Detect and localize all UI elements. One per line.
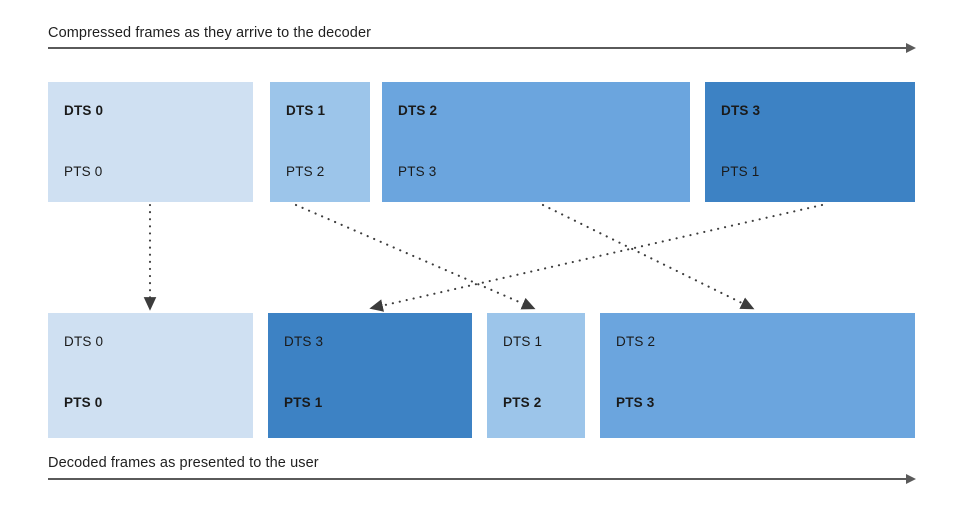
arrow-head-icon	[906, 474, 916, 484]
top-timeline-line	[48, 47, 907, 49]
dts-label: DTS 2	[616, 334, 656, 349]
compressed-frame: DTS 3 PTS 1	[705, 82, 915, 202]
pts-label: PTS 2	[286, 164, 325, 179]
dts-label: DTS 2	[398, 103, 438, 118]
pts-label: PTS 1	[284, 395, 323, 410]
compressed-frame: DTS 2 PTS 3	[382, 82, 690, 202]
dts-label: DTS 0	[64, 103, 104, 118]
dts-label: DTS 0	[64, 334, 104, 349]
top-caption: Compressed frames as they arrive to the …	[48, 25, 372, 41]
dts-label: DTS 3	[284, 334, 324, 349]
bottom-timeline-line	[48, 478, 907, 480]
decoded-frame: DTS 0 PTS 0	[48, 313, 253, 438]
pts-label: PTS 0	[64, 164, 103, 179]
bottom-caption: Decoded frames as presented to the user	[48, 455, 319, 471]
decoded-frame: DTS 1 PTS 2	[487, 313, 585, 438]
pts-label: PTS 3	[398, 164, 437, 179]
bottom-timeline-arrow	[48, 474, 916, 484]
pts-label: PTS 3	[616, 395, 655, 410]
pts-label: PTS 2	[503, 395, 542, 410]
decoded-frame: DTS 2 PTS 3	[600, 313, 915, 438]
dts-label: DTS 3	[721, 103, 761, 118]
dts1-to-pts2-arrow	[294, 203, 536, 310]
dts3-to-pts1-arrow	[369, 203, 824, 312]
dts2-to-pts3-arrow	[541, 203, 755, 310]
pts-label: PTS 1	[721, 164, 760, 179]
dts-label: DTS 1	[286, 103, 326, 118]
dts-label: DTS 1	[503, 334, 543, 349]
top-timeline-arrow	[48, 43, 916, 53]
compressed-frame: DTS 0 PTS 0	[48, 82, 253, 202]
decoded-frame: DTS 3 PTS 1	[268, 313, 472, 438]
pts-label: PTS 0	[64, 395, 103, 410]
arrow-head-icon	[906, 43, 916, 53]
compressed-frame: DTS 1 PTS 2	[270, 82, 370, 202]
